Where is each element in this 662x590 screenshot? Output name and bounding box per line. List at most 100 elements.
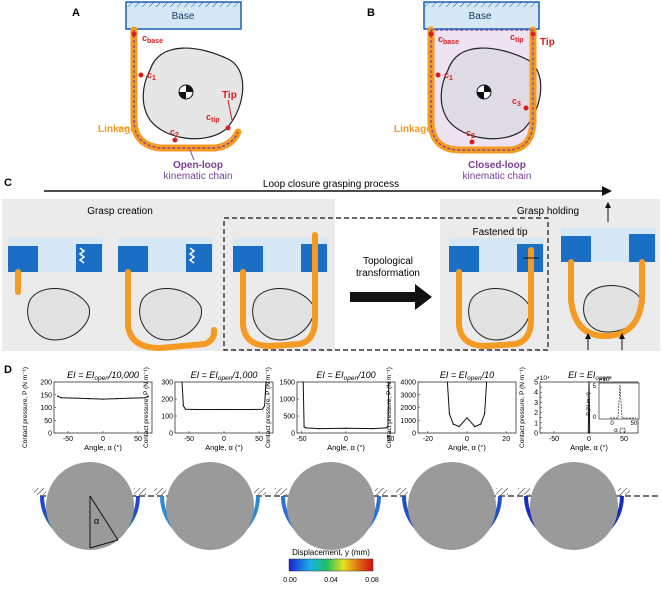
chart-frame-1 [53, 381, 153, 434]
chart-3-point [303, 426, 305, 428]
fea-cylinder-3 [287, 462, 375, 550]
process-label: Loop closure grasping process [263, 179, 399, 190]
alpha-chord-line [89, 539, 119, 549]
chart-2-ytick-label: 0 [169, 431, 173, 438]
c-tip-label-b: ctip [510, 32, 524, 44]
panel-d-letter: D [4, 364, 12, 376]
chart-4-ytick-label: 0 [412, 431, 416, 438]
chart-1-point [147, 395, 150, 397]
chart-1-ytick-label: 150 [40, 392, 52, 399]
fea-clamp-left-3 [275, 488, 287, 495]
force-arrow-left-icon [585, 333, 591, 339]
colorbar-title: Displacement, y (mm) [292, 548, 370, 557]
chart-2-point [265, 381, 267, 383]
chart-1-point [144, 397, 146, 399]
chart-1-point [56, 395, 59, 397]
chart-3-point [388, 381, 390, 383]
linkage-stage-4 [456, 247, 534, 350]
colorbar-tick-2: 0.08 [365, 577, 379, 584]
creation-label: Grasp creation [87, 206, 153, 217]
fea-clamp-left-2 [154, 488, 166, 495]
holding-label: Grasp holding [517, 206, 579, 217]
chart-3-point [372, 428, 374, 430]
inset-ytick-1: 5 [593, 384, 597, 390]
chart-5-xtick-label: 0 [587, 436, 591, 443]
process-arrowhead-icon [602, 186, 612, 196]
chart-2-xtick-label: 50 [255, 436, 263, 443]
chart-4-xtick-label: 0 [465, 436, 469, 443]
chart-3-ytick-label: 0 [291, 431, 295, 438]
chart-2-point [261, 408, 264, 410]
chart-3-ytick-label: 1000 [279, 397, 295, 404]
object-2 [139, 288, 202, 341]
gripper-teeth-2 [188, 247, 196, 264]
linkage-label-a: Linkage [98, 124, 136, 135]
gripper-block-left-5 [561, 236, 591, 262]
c1-dot-b [435, 72, 441, 78]
c2-label-b: c2 [466, 128, 475, 140]
chart-1-ytick-label: 100 [40, 405, 52, 412]
c-tip-dot-b [530, 31, 536, 37]
chart-frame-3 [296, 381, 396, 434]
fea-clamp-right-2 [254, 488, 266, 495]
chart-2-ytick-label: 200 [161, 397, 173, 404]
chart-3-point [318, 428, 320, 430]
chart-4-point [466, 417, 468, 419]
chart-2-xlabel: Angle, α (°) [205, 443, 243, 452]
gripper-stage-2 [118, 238, 218, 352]
gripper-block-left-2 [118, 246, 148, 272]
chart-5-point [588, 381, 590, 383]
chain-label-a-2: kinematic chain [164, 171, 233, 182]
inset-chart: ×104 5 0 P (N m⁻¹) 0 50 α (°) [586, 375, 640, 434]
colorbar-tick-1: 0.04 [324, 577, 338, 584]
gripper-stage-1 [8, 238, 103, 341]
chart-2-xtick-label: -50 [184, 436, 194, 443]
c1-label-b: c1 [444, 70, 453, 82]
base-hatch-a [126, 2, 241, 7]
inset-xtick-1: 0 [610, 421, 614, 427]
fea-row [34, 462, 630, 550]
chart-1-point [60, 397, 62, 399]
chart-5-ytick-label: 1 [534, 420, 538, 427]
chart-5-xtick-label: -50 [549, 436, 559, 443]
linkage-stage-5 [568, 259, 645, 340]
chart-5-xtick-label: 50 [620, 436, 628, 443]
chart-1-ytick-label: 0 [48, 431, 52, 438]
force-arrow-right-icon [619, 333, 625, 339]
panel-a: A Base cbase c1 c2 ctip Tip Linkage Open… [72, 1, 244, 182]
chart-2-point [264, 405, 266, 407]
tip-label-a: Tip [222, 90, 237, 101]
chart-1-point [130, 397, 132, 399]
fea-cylinder-2 [166, 462, 254, 550]
chart-1-point [74, 397, 76, 399]
gripper-stage-4: Fastened tip [449, 227, 544, 350]
chart-4-ytick-label: 1000 [400, 418, 416, 425]
linkage-stage-2 [125, 269, 218, 352]
chain-arrow-a [189, 149, 195, 161]
object-3 [252, 288, 315, 341]
topological-arrow-icon [350, 284, 432, 310]
chart-frame-4 [417, 381, 517, 434]
chart-4-point [448, 413, 450, 415]
inset-xlabel: α (°) [614, 428, 626, 434]
chart-4-xtick-label: 20 [502, 436, 510, 443]
alpha-label: α [94, 516, 99, 526]
chart-1-point [102, 398, 104, 400]
inset-curve [610, 384, 636, 419]
chart-1-ylabel: Contact pressure, P (N m⁻¹) [22, 367, 29, 448]
center-of-mass-icon-a [178, 84, 194, 100]
chart-2-point [223, 408, 225, 411]
chart-5-point [589, 432, 591, 434]
chart-1-xlabel: Angle, α (°) [84, 443, 122, 452]
gripper-stage-5 [561, 202, 656, 350]
gripper-block-left-1 [8, 246, 38, 272]
chart-4-point [458, 426, 460, 428]
base-label-b: Base [469, 11, 492, 22]
chart-title-3: EI = EIopen/100 [316, 370, 375, 382]
chart-4-ytick-label: 4000 [400, 380, 416, 387]
c3-dot-b [523, 105, 529, 111]
chain-label-b-2: kinematic chain [463, 171, 532, 182]
chart-5-ytick-label: 5 [534, 380, 538, 387]
